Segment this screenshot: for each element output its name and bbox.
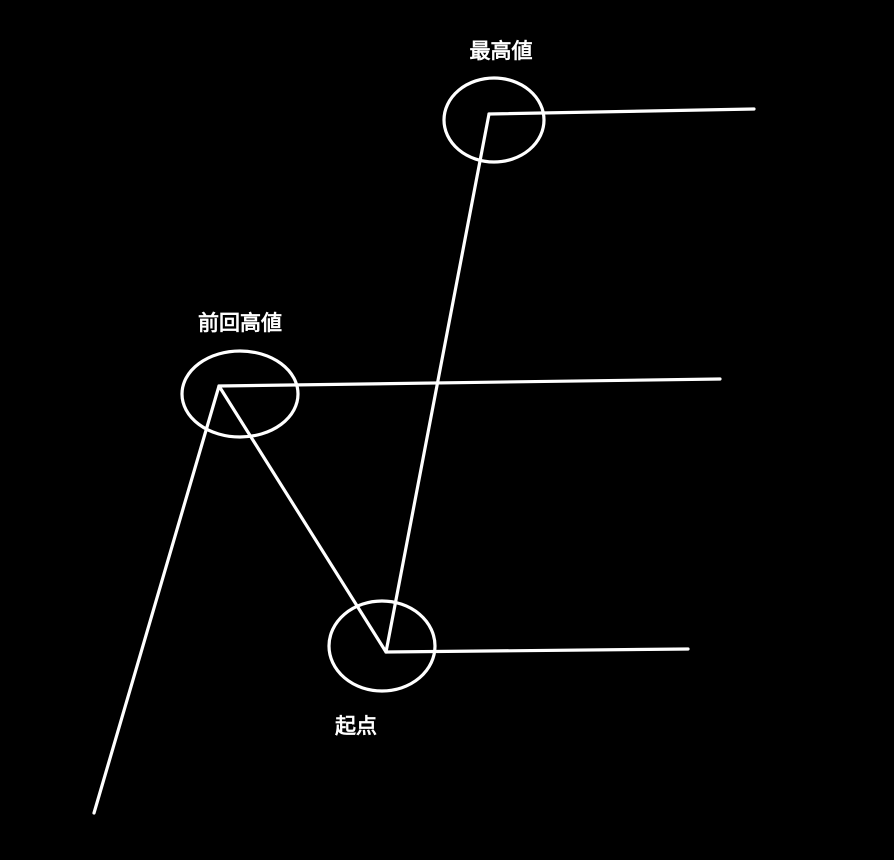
previous-high-circle <box>180 349 300 439</box>
start-point-level-line <box>384 647 690 654</box>
previous-high-label: 前回高値 <box>198 311 282 335</box>
diagram-strokes <box>92 76 756 815</box>
start-point-label: 起点 <box>334 714 377 738</box>
price-path-line <box>92 112 491 815</box>
start-point-circle <box>327 599 437 693</box>
highest-value-circle <box>442 76 546 164</box>
highest-value-level-line <box>487 107 756 116</box>
highest-value-label: 最高値 <box>470 39 533 63</box>
previous-high-level-line <box>217 377 722 388</box>
diagram-labels: 最高値 前回高値 起点 <box>198 39 533 738</box>
